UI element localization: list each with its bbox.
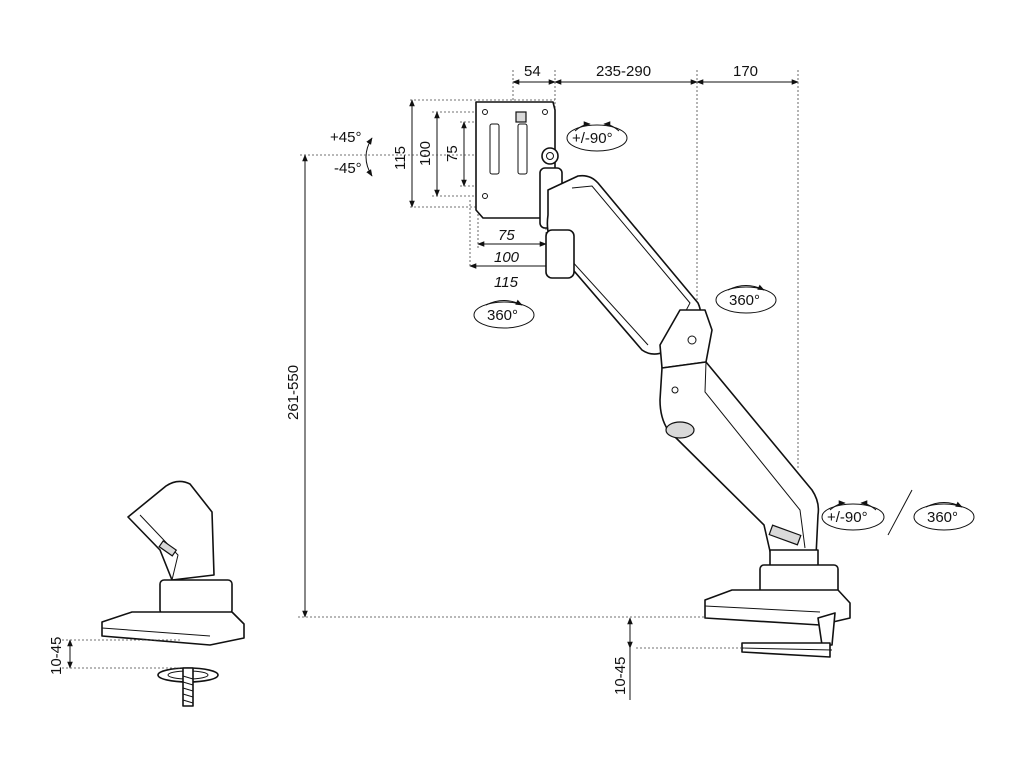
rotate-elbow-label: 360° — [729, 292, 760, 309]
arm-reach-label: 235-290 — [596, 63, 651, 80]
lower-arm — [659, 361, 820, 561]
swivel-head-label: +/-90° — [572, 130, 613, 147]
swivel-head-badge — [566, 121, 628, 152]
vesa-width-115-label: 115 — [494, 274, 519, 291]
vesa-height-100-label: 100 — [417, 141, 434, 166]
swivel-base-label: +/-90° — [827, 509, 868, 526]
base-offset-label: 170 — [733, 63, 758, 80]
clamp-dimension-left — [62, 639, 180, 669]
rotate-elbow-badge — [715, 284, 777, 314]
vesa-height-75-label: 75 — [444, 145, 461, 162]
height-range-label: 261-550 — [285, 365, 302, 420]
vesa-width-100-label: 100 — [494, 249, 520, 266]
grommet-base — [101, 480, 245, 707]
swivel-base-badge — [821, 500, 885, 531]
clamp-thickness-left-label: 10-45 — [48, 637, 65, 675]
vesa-plate — [475, 101, 563, 229]
tilt-up-label: +45° — [330, 129, 361, 146]
tilt-arrow-icon — [365, 137, 373, 177]
rotate-base-label: 360° — [927, 509, 958, 526]
upper-arm — [545, 174, 702, 355]
vesa-height-115-label: 115 — [392, 146, 409, 170]
clamp-dimension-right — [627, 617, 745, 700]
tilt-down-label: -45° — [334, 160, 362, 177]
badge-divider — [887, 489, 913, 536]
vesa-offset-label: 54 — [524, 63, 541, 80]
vesa-height-dimensions — [409, 99, 555, 208]
rotate-head-label: 360° — [487, 307, 518, 324]
desk-base-clamp — [704, 549, 851, 658]
height-dimension — [298, 154, 705, 618]
rotate-base-badge — [913, 501, 975, 531]
clamp-thickness-right-label: 10-45 — [612, 657, 629, 695]
vesa-width-75-label: 75 — [498, 227, 515, 244]
rotate-head-badge — [473, 299, 535, 329]
